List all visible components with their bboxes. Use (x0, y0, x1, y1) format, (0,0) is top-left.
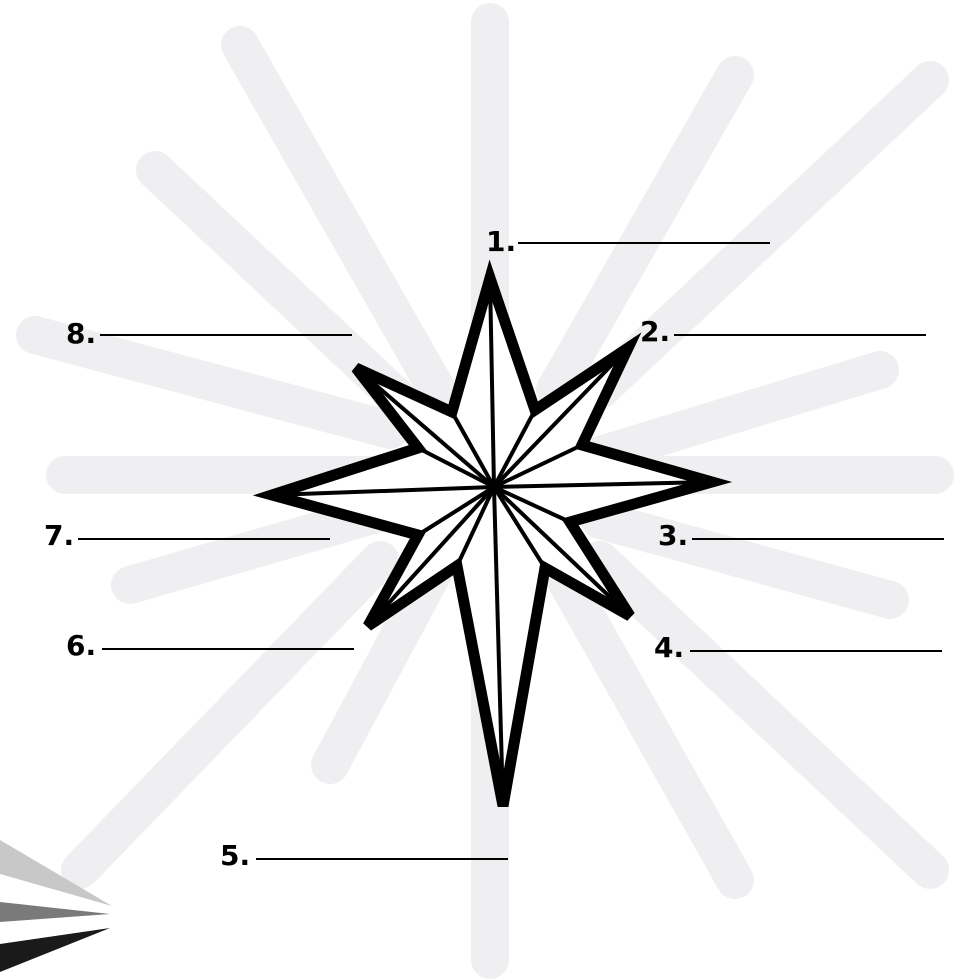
label-4-number: 4. (654, 634, 684, 662)
label-7-answer-line[interactable] (78, 538, 330, 540)
label-1-number: 1. (486, 228, 516, 256)
corner-wedge-mid (0, 902, 110, 922)
label-8-number: 8. (66, 320, 96, 348)
label-6-number: 6. (66, 632, 96, 660)
background-ray (80, 560, 380, 870)
label-2-answer-line[interactable] (674, 334, 926, 336)
background-ray (600, 370, 880, 455)
label-8-answer-line[interactable] (100, 334, 352, 336)
corner-wedge-dark (0, 928, 110, 972)
label-1-answer-line[interactable] (518, 242, 770, 244)
label-5-number: 5. (220, 842, 250, 870)
label-3-number: 3. (658, 522, 688, 550)
label-4-answer-line[interactable] (690, 650, 942, 652)
label-2-number: 2. (640, 318, 670, 346)
label-7-number: 7. (44, 522, 74, 550)
star-center (489, 482, 499, 492)
label-5-answer-line[interactable] (256, 858, 508, 860)
label-6-answer-line[interactable] (102, 648, 354, 650)
label-3-answer-line[interactable] (692, 538, 944, 540)
